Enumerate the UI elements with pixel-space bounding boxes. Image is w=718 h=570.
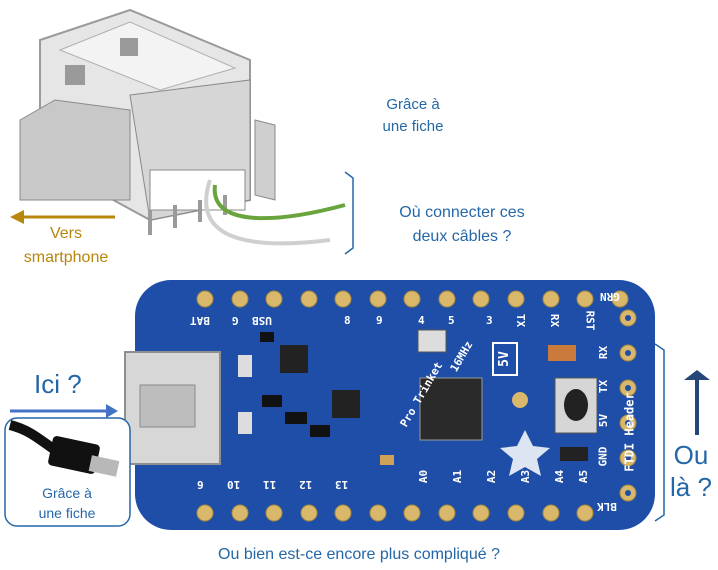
vers-line1: Vers xyxy=(49,225,82,242)
micro-usb-cable-image xyxy=(8,420,120,477)
pin-label: USB xyxy=(252,314,272,327)
pin-label: A4 xyxy=(553,469,567,484)
vers-arrow-head xyxy=(10,210,24,224)
pin-label: 10 xyxy=(227,478,241,491)
gray-wire xyxy=(204,179,331,246)
logo-icon xyxy=(500,430,550,476)
pin-label: 4 xyxy=(418,314,425,327)
pin-label: 5V xyxy=(597,413,611,428)
bottom-question: Ou bien est-ce encore plus compliqué ? xyxy=(218,546,500,563)
pin-label: GRN xyxy=(600,290,620,303)
green-wire xyxy=(212,184,346,221)
pin-label: A0 xyxy=(417,469,431,484)
pin-label: TX xyxy=(597,379,611,394)
cables-question-line1: Où connecter ces xyxy=(399,204,525,221)
pin-label: RX xyxy=(548,313,562,328)
ou-arrow-head xyxy=(684,370,710,380)
cables-question-line2: deux câbles ? xyxy=(412,228,512,245)
pin-label: GND xyxy=(596,446,610,467)
ici-label: Ici ? xyxy=(34,369,82,399)
vers-smartphone-label: Vers smartphone xyxy=(0,222,132,270)
usb-female-connector-image xyxy=(19,8,276,235)
ou-line2: là ? xyxy=(670,472,712,502)
bottom-pin-labels: 6 10 11 12 13 A0 A1 A2 A3 A4 A5 xyxy=(195,470,595,498)
pin-label: 8 xyxy=(344,314,351,327)
pin-label: A2 xyxy=(485,469,499,484)
pin-label: 5 xyxy=(448,314,455,327)
pin-label: A5 xyxy=(577,469,591,484)
pin-label: 11 xyxy=(263,478,277,491)
pin-label: 13 xyxy=(335,478,349,491)
top-pin-labels: GRN RST RX TX 5 4 3 9 8 USB G BAT xyxy=(180,290,640,331)
ici-arrow-head xyxy=(106,404,118,418)
pin-label: 9 xyxy=(376,314,383,327)
ou-line1: Ou xyxy=(673,440,709,470)
side-pin-labels: RX TX 5V GND BLK xyxy=(595,340,625,520)
pro-trinket-board xyxy=(124,280,655,530)
pin-label: A1 xyxy=(451,469,465,484)
reset-button-image xyxy=(554,377,598,434)
top-fiche-note: Grâce à une fiche xyxy=(382,96,444,135)
pin-label: A3 xyxy=(519,469,533,484)
bottom-fiche-note: Grâce à une fiche xyxy=(38,485,96,521)
microcontroller-chip xyxy=(419,377,483,441)
pin-label: 6 xyxy=(197,478,204,491)
vers-line2: smartphone xyxy=(23,249,109,266)
voltage-label: 5V xyxy=(492,342,518,376)
pin-label: RX xyxy=(597,345,611,360)
pin-label: 12 xyxy=(299,478,313,491)
ou-la-label: Ou là ? xyxy=(664,439,718,503)
pin-label: 3 xyxy=(486,314,493,327)
cables-bracket xyxy=(344,171,354,255)
pin-label: G xyxy=(232,314,239,327)
cables-question: Où connecter ces deux câbles ? xyxy=(372,201,552,249)
pin-label: TX xyxy=(514,313,528,328)
cable-photo-frame xyxy=(4,417,131,527)
pin-label: BLK xyxy=(597,500,617,513)
ftdi-bracket xyxy=(654,343,665,522)
pin-label: RST xyxy=(583,310,597,331)
pin-label: BAT xyxy=(190,314,210,327)
